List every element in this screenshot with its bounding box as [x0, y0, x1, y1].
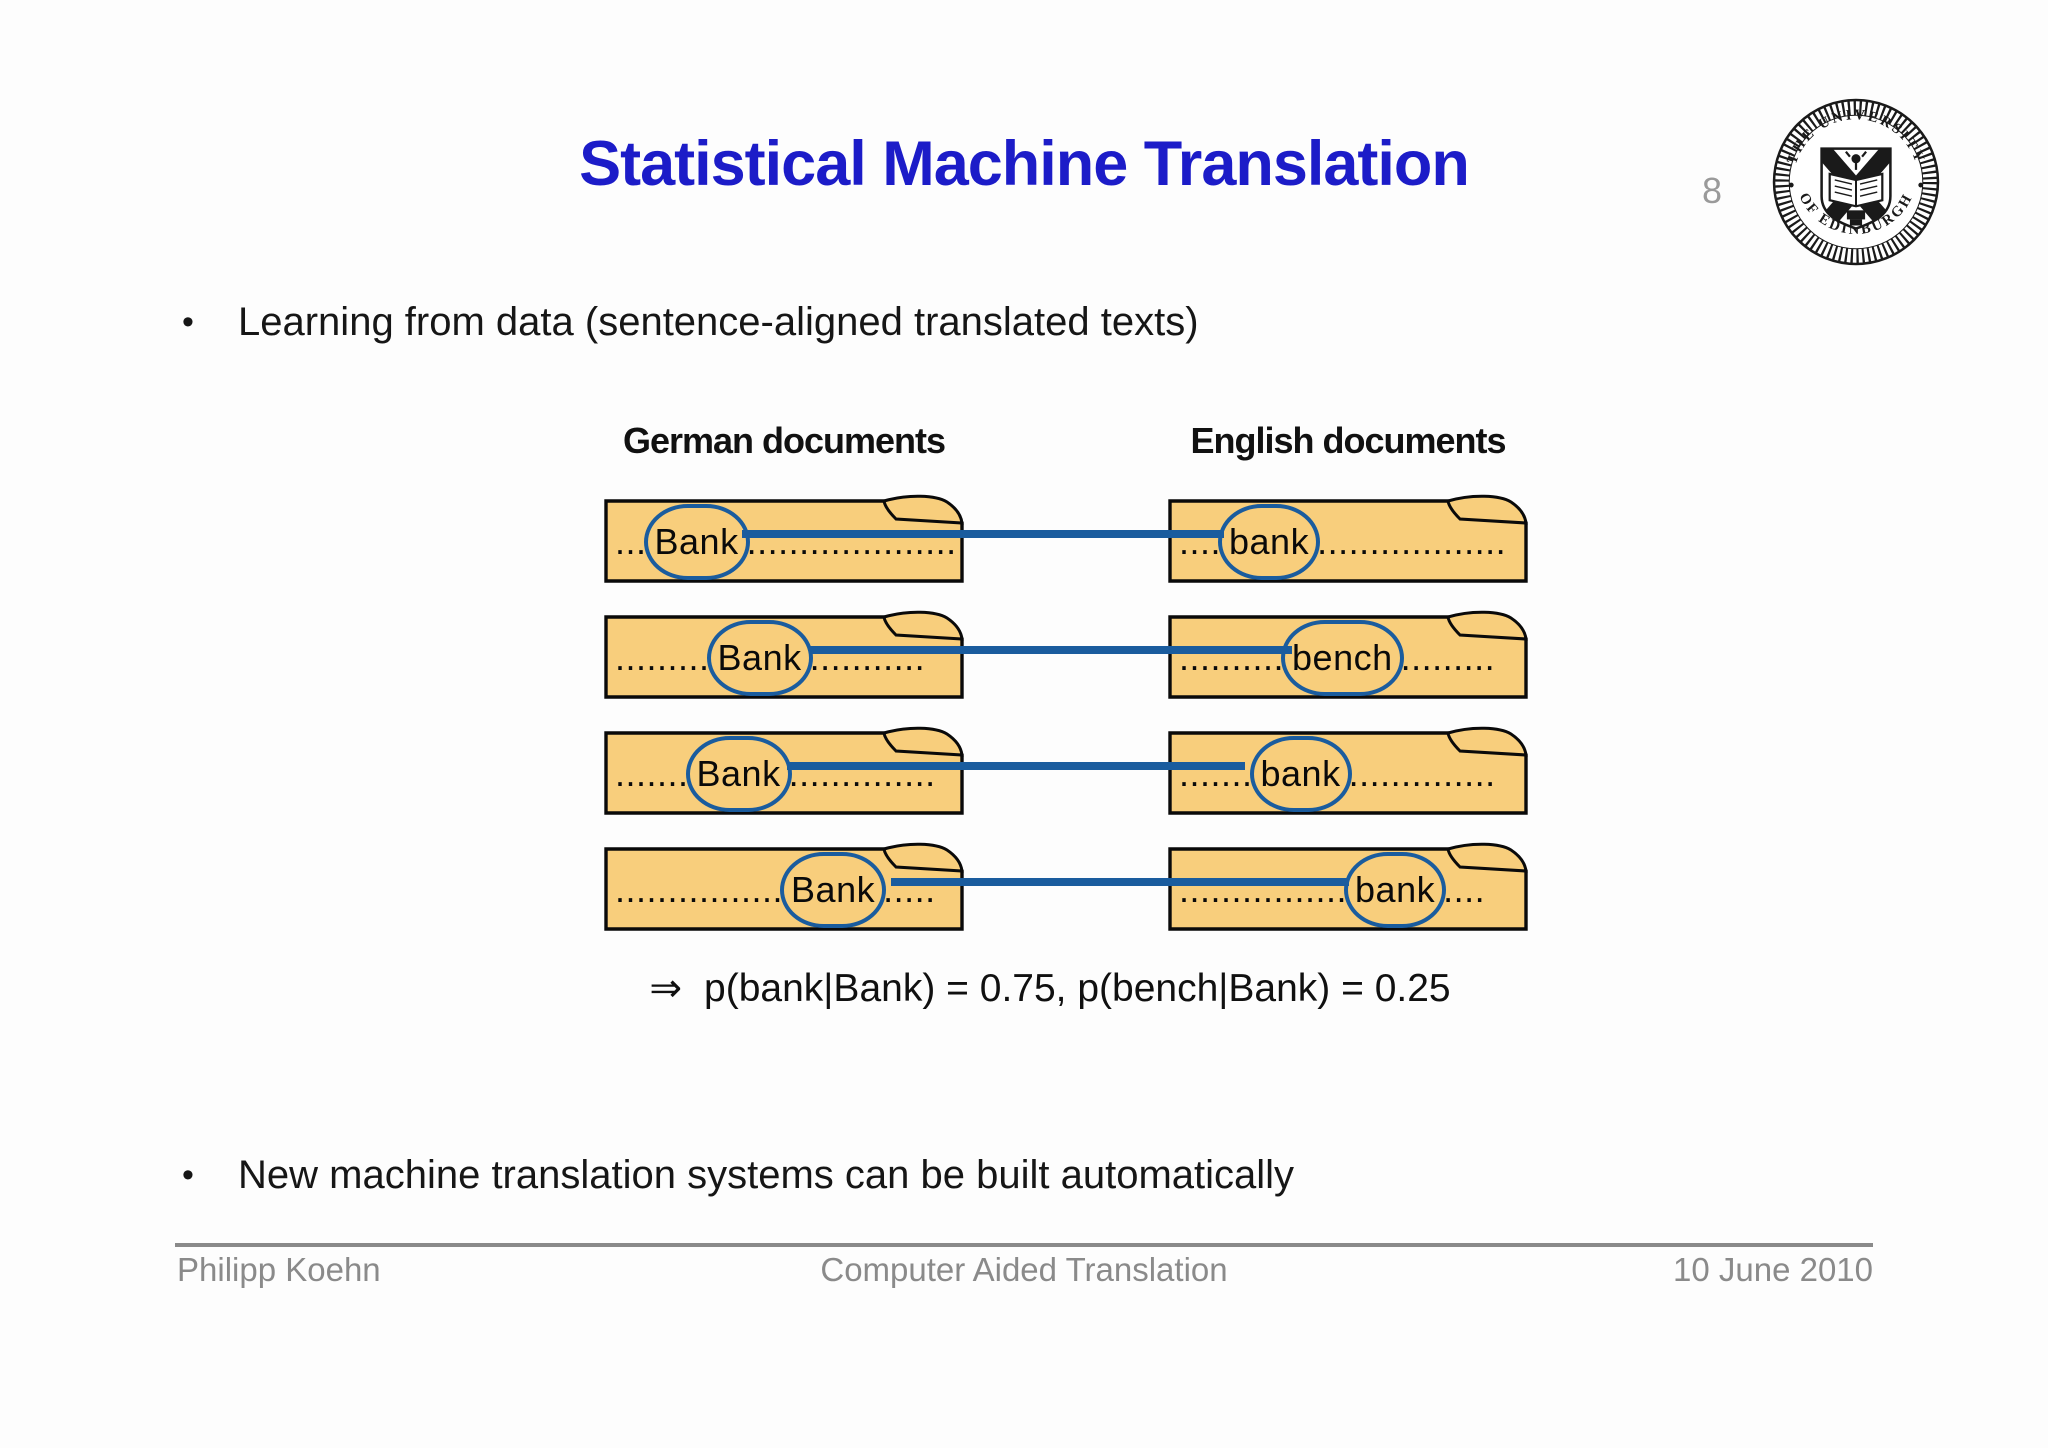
bullet-item-new-mt-systems: • New machine translation systems can be …: [182, 1153, 1294, 1198]
university-of-edinburgh-logo-icon: THE UNIVERSITY OF EDINBURGH: [1772, 98, 1940, 266]
dots: ................: [1179, 869, 1348, 910]
alignment-line-3: [787, 762, 1245, 770]
dots: ...: [615, 521, 647, 562]
formula-text: p(bank|Bank) = 0.75, p(bench|Bank) = 0.2…: [704, 967, 1451, 1010]
implies-arrow: ⇒: [649, 967, 683, 1010]
german-document-2: .........Bank...........: [603, 610, 965, 700]
word-circle: bank: [1249, 736, 1352, 812]
dots: ..................: [1317, 521, 1507, 562]
word-circle: Bank: [780, 852, 887, 928]
logo-book-icon: [1828, 172, 1884, 208]
slide-page-number: 8: [1702, 170, 1723, 211]
german-document-1: ...Bank....................: [603, 494, 965, 584]
dots: .....: [883, 869, 936, 910]
bullet-text: Learning from data (sentence-aligned tra…: [238, 300, 1199, 344]
alignment-line-2: [810, 646, 1292, 654]
alignment-line-1: [742, 530, 1224, 538]
document-page-icon: [1168, 610, 1528, 699]
word-circle: Bank: [643, 504, 750, 580]
document-page-icon: [604, 494, 964, 583]
english-documents-header: English documents: [1190, 420, 1506, 461]
word-circle: bench: [1281, 620, 1404, 696]
bullet-item-learning-from-data: • Learning from data (sentence-aligned tr…: [182, 300, 1199, 345]
dots: .......: [1179, 753, 1253, 794]
dots: ....: [1443, 869, 1486, 910]
document-text: ...Bank....................: [615, 504, 957, 580]
dots: ...........: [809, 637, 926, 678]
document-text: .........Bank...........: [615, 620, 926, 696]
english-document-4: ................bank....: [1167, 842, 1529, 932]
dots: ..........: [1179, 637, 1285, 678]
bullet-marker: •: [182, 303, 194, 341]
document-text: ..........bench.........: [1179, 620, 1496, 696]
document-text: .......Bank..............: [615, 736, 936, 812]
page-title: Statistical Machine Translation: [579, 129, 1470, 199]
english-document-3: .......bank..............: [1167, 726, 1529, 816]
word-circle: Bank: [706, 620, 813, 696]
german-documents-header: German documents: [622, 420, 946, 461]
german-document-3: .......Bank..............: [603, 726, 965, 816]
logo-castle-icon: [1846, 210, 1866, 226]
dots: ................: [615, 869, 784, 910]
probability-formula: ⇒ p(bank|Bank) = 0.75, p(bench|Bank) = 0.…: [350, 966, 1750, 1011]
german-document-4: ................Bank.....: [603, 842, 965, 932]
word-circle: bank: [1218, 504, 1321, 580]
document-text: ................bank....: [1179, 852, 1486, 928]
footer-author: Philipp Koehn: [177, 1251, 381, 1288]
logo-thistle-icon: [1845, 150, 1867, 170]
dots: ....: [1179, 521, 1222, 562]
english-document-2: ..........bench.........: [1167, 610, 1529, 700]
word-circle: bank: [1344, 852, 1447, 928]
alignment-line-4: [891, 878, 1349, 886]
dots: .......: [615, 753, 689, 794]
document-text: .......bank..............: [1179, 736, 1496, 812]
english-document-1: ....bank..................: [1167, 494, 1529, 584]
dots: .........: [615, 637, 710, 678]
document-text: ....bank..................: [1179, 504, 1507, 580]
dots: ..............: [1348, 753, 1496, 794]
footer-date: 10 June 2010: [1672, 1251, 1873, 1288]
dots: ..............: [788, 753, 936, 794]
dots: .........: [1400, 637, 1496, 678]
document-text: ................Bank.....: [615, 852, 936, 928]
dots: ....................: [746, 521, 957, 562]
bullet-marker: •: [182, 1156, 194, 1194]
footer-divider: [175, 1243, 1873, 1247]
bullet-text: New machine translation systems can be b…: [238, 1153, 1295, 1197]
footer-course-title: Computer Aided Translation: [820, 1251, 1228, 1288]
word-circle: Bank: [685, 736, 792, 812]
